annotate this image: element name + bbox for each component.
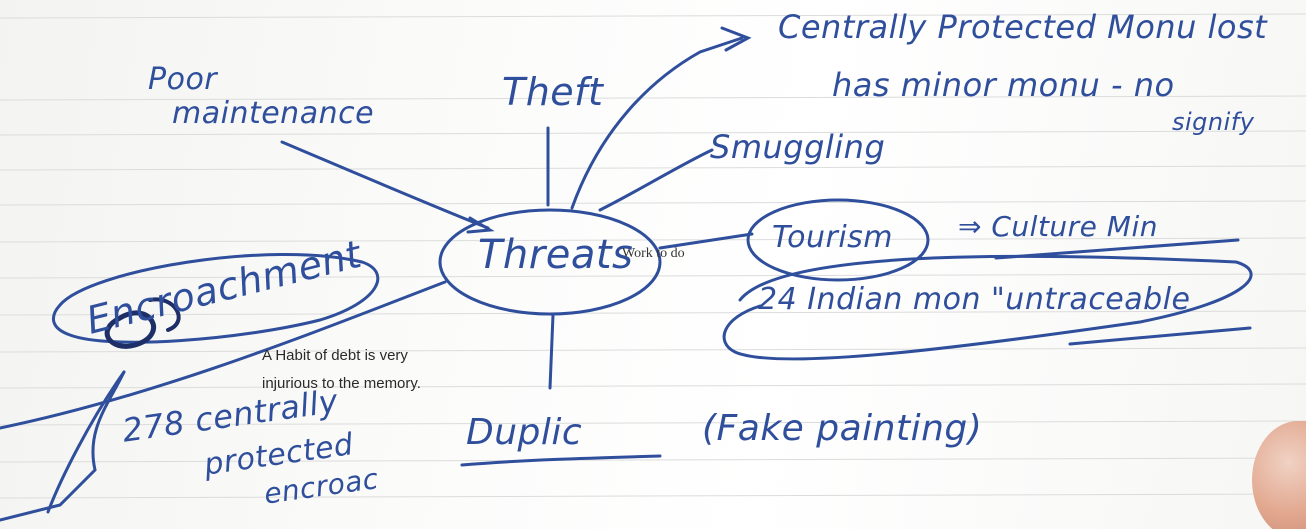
tourism-connector [658, 232, 754, 250]
note-tourism: Tourism [772, 220, 894, 255]
untraceable-loop [722, 254, 1253, 361]
note-poor-maintenance-line1: Poor [148, 62, 218, 97]
threats-bubble [438, 208, 662, 316]
smuggling-connector [598, 148, 714, 212]
duplication-connector [548, 313, 555, 390]
arrowhead [466, 216, 495, 234]
note-smuggling: Smuggling [710, 128, 886, 166]
note-poor-maintenance-line2: maintenance [172, 96, 375, 131]
note-protected-monu-line3: signify [1172, 108, 1255, 136]
left-corner [0, 468, 97, 522]
note-theft: Theft [502, 70, 604, 114]
overlay-work-to-do: Work to do [622, 246, 685, 261]
encroachment-bubble [51, 253, 380, 344]
left-hook [91, 370, 126, 472]
encroachment-connector [0, 280, 447, 430]
ink-smudge [148, 297, 181, 332]
poor-maintenance-arrow [280, 140, 490, 230]
note-culture-ministry: ⇒ Culture Min [958, 210, 1158, 243]
note-protected-monu-line2: has minor monu - no [832, 66, 1175, 104]
quote-line1: A Habit of debt is very [262, 347, 408, 364]
quote-line2: injurious to the memory. [262, 375, 421, 392]
protected-monu-arrow [570, 36, 744, 210]
duplication-underline [460, 454, 662, 467]
note-indian-monuments: 24 Indian mon "untraceable [758, 282, 1191, 317]
note-duplication: Duplic [466, 412, 583, 453]
arrowhead [720, 26, 752, 52]
note-fake-painting: (Fake painting) [702, 408, 983, 449]
ink-smudge [104, 310, 157, 349]
note-protected-monu-line1: Centrally Protected Monu lost [778, 8, 1268, 46]
untraceable-underline [1068, 326, 1252, 346]
note-threats: Threats [478, 232, 634, 278]
left-stroke [46, 370, 126, 514]
tourism-bubble [746, 198, 930, 282]
